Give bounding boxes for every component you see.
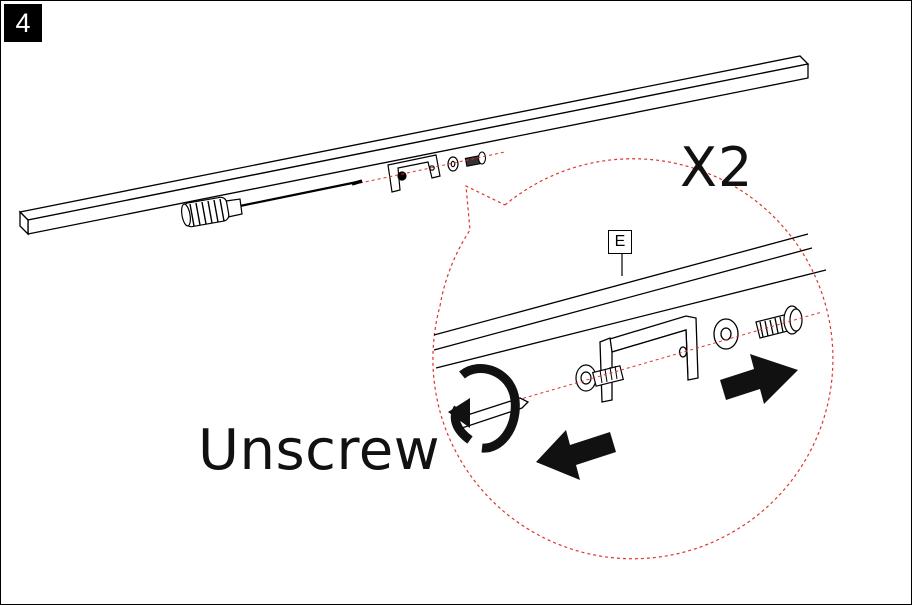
zoomed-rail [433, 233, 827, 369]
move-right-arrow-icon [720, 354, 798, 404]
step-number-badge: 4 [4, 4, 42, 42]
move-left-arrow-icon [536, 430, 616, 480]
zoomed-washer [713, 318, 739, 350]
quantity-label: X2 [680, 136, 754, 199]
rail-bar [18, 55, 810, 236]
screw-icon [464, 151, 487, 167]
rotate-arrowhead [448, 398, 470, 428]
screwdriver-icon [181, 179, 363, 228]
zoomed-guide-line [499, 311, 823, 406]
action-label: Unscrew [198, 418, 440, 483]
part-label-e: E [608, 230, 632, 254]
guide-line [359, 151, 506, 184]
zoomed-bracket [599, 315, 699, 403]
